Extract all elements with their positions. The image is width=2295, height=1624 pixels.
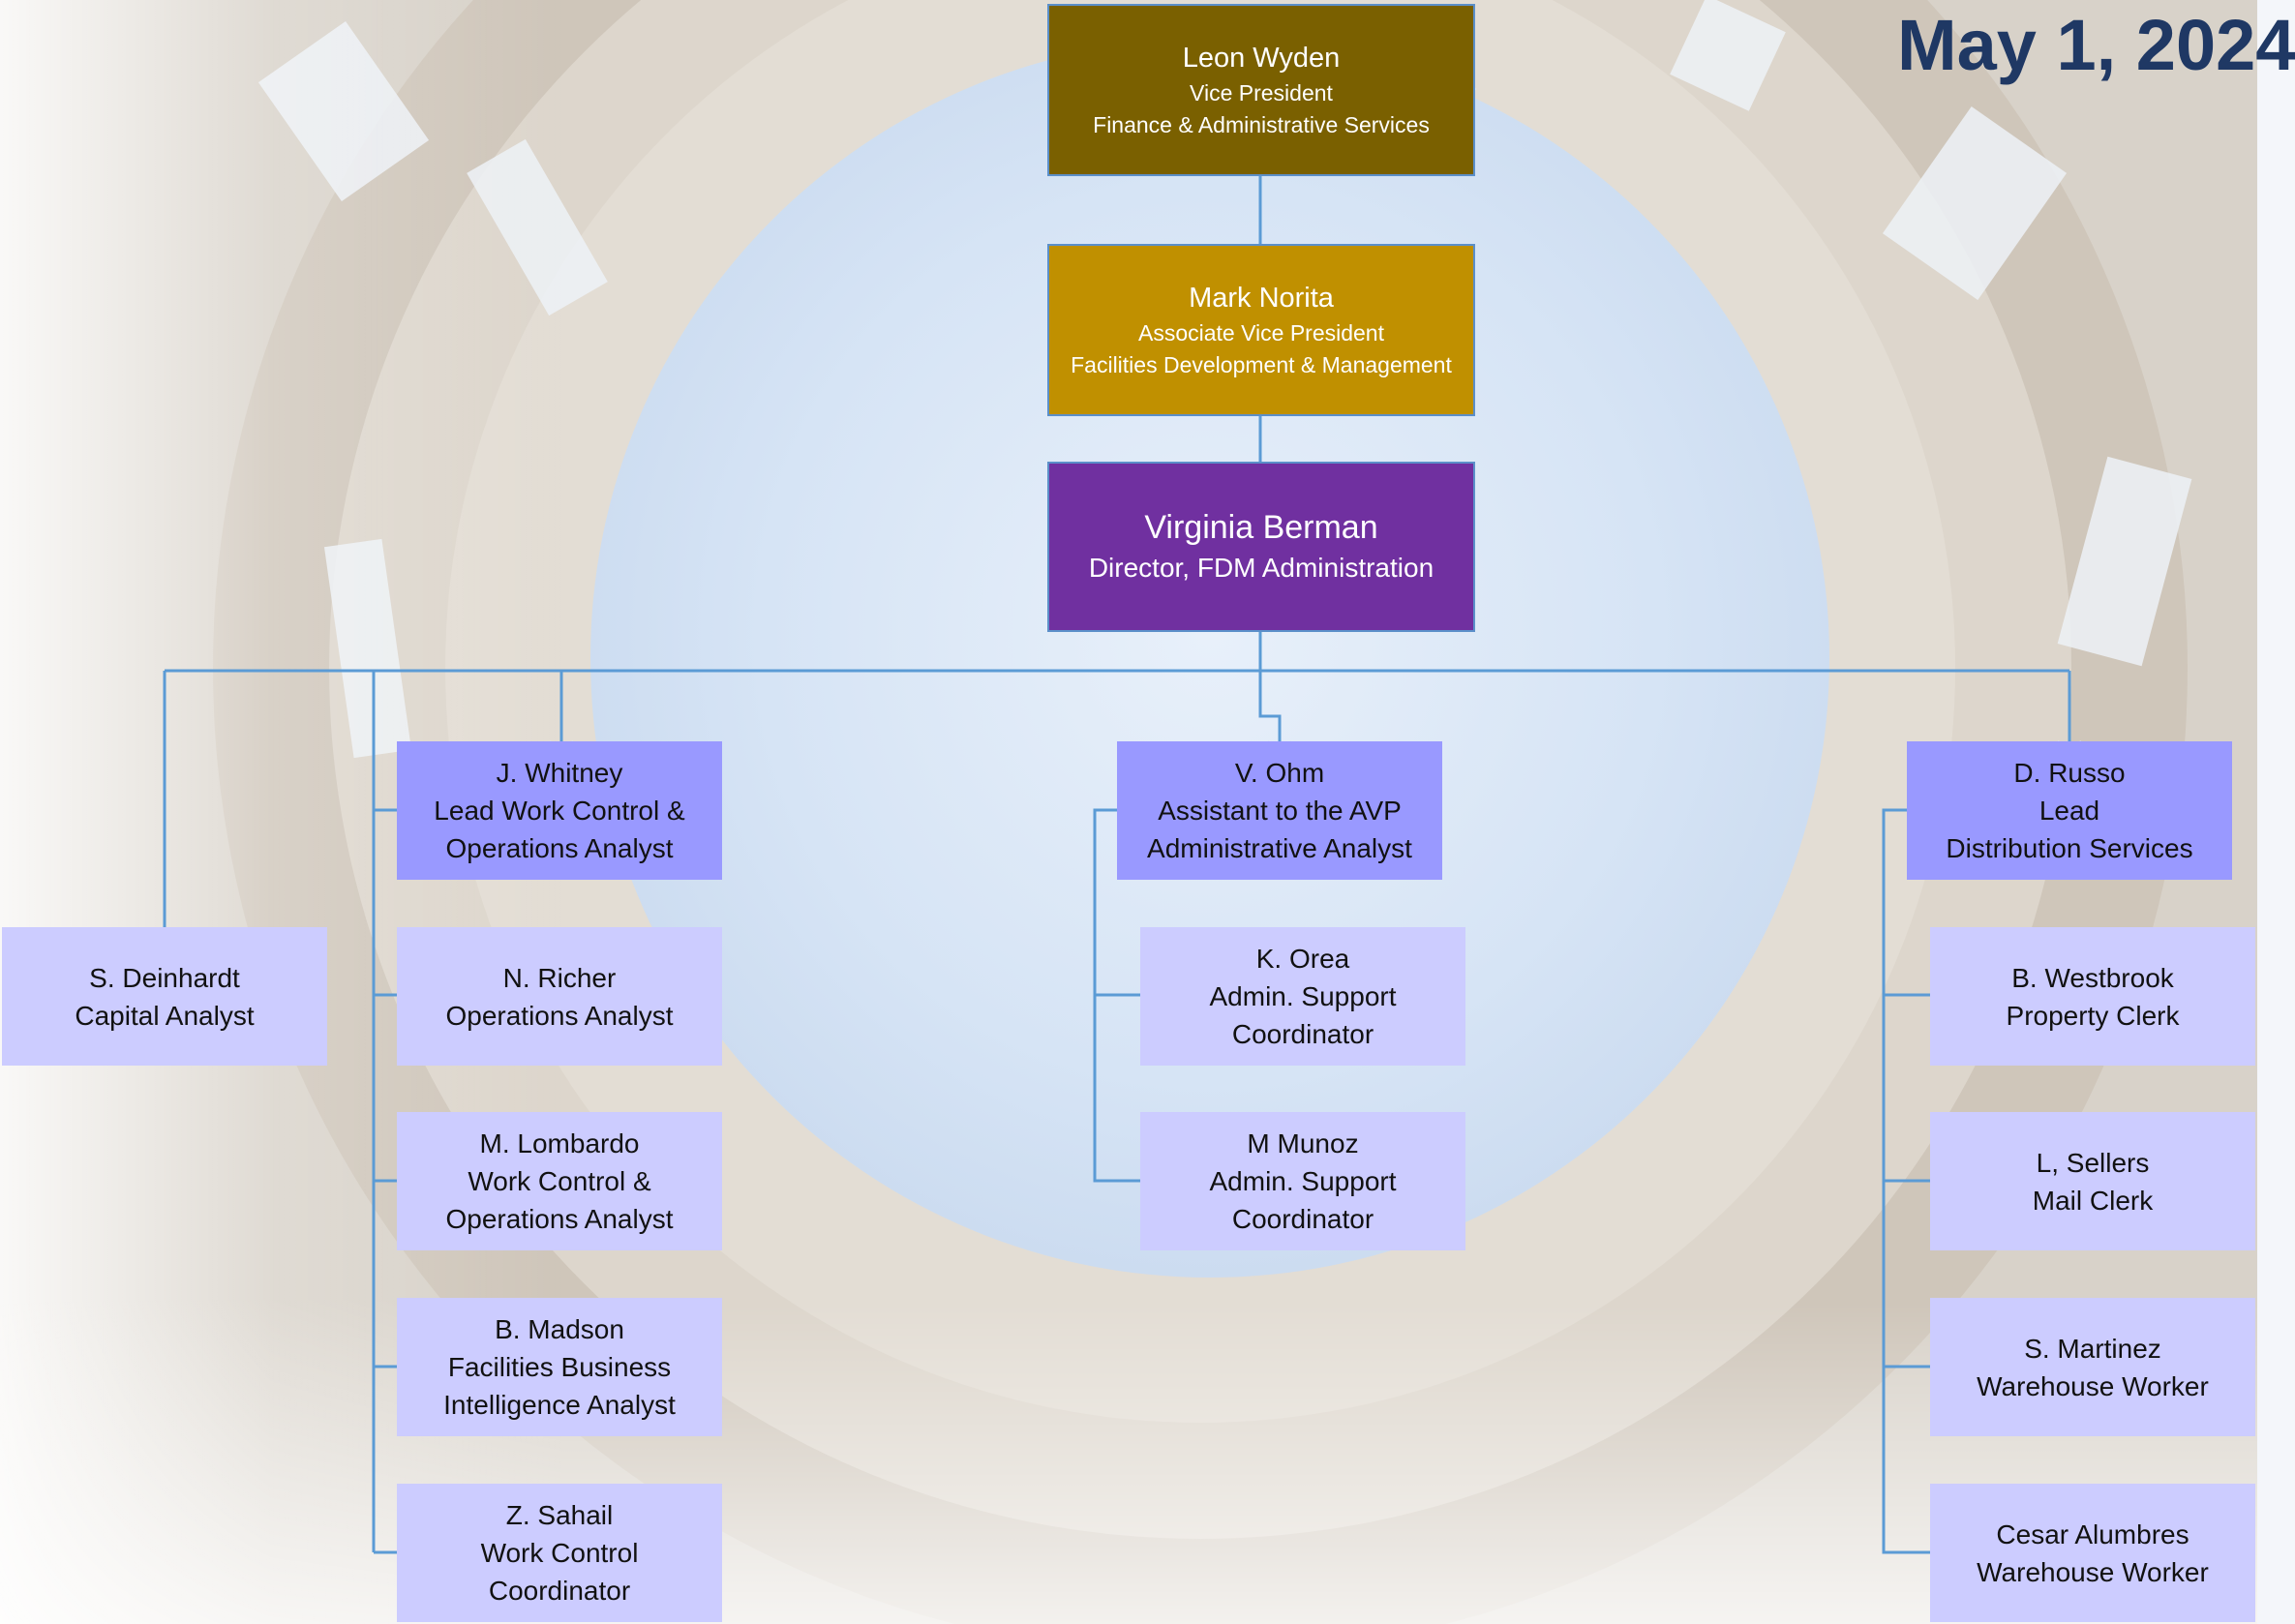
chart-date: May 1, 2024	[1897, 5, 2295, 85]
admin-lead-name: V. Ohm	[1234, 758, 1325, 788]
admin-lead-line3: Administrative Analyst	[1147, 833, 1412, 863]
connector-ops-lead	[374, 671, 563, 812]
admin-staff-title-line2: Coordinator	[1231, 1204, 1374, 1234]
capital-analyst-name: S. Deinhardt	[89, 962, 240, 993]
connector-admin-staff	[1093, 808, 1140, 1183]
vp-box: Leon Wyden Vice President Finance & Admi…	[1047, 4, 1475, 176]
dist-staff-box: Cesar Alumbres Warehouse Worker	[1930, 1484, 2255, 1622]
capital-analyst-box: S. Deinhardt Capital Analyst	[2, 927, 327, 1066]
dist-lead-line3: Distribution Services	[1946, 833, 2193, 863]
dist-staff-title: Warehouse Worker	[1977, 1556, 2209, 1587]
dist-staff-title: Mail Clerk	[2032, 1185, 2154, 1216]
ops-lead-line2: Lead Work Control &	[434, 796, 685, 826]
ops-staff-title: Facilities Business	[447, 1352, 672, 1382]
avp-title: Associate Vice President	[1138, 320, 1384, 346]
avp-box: Mark Norita Associate Vice President Fac…	[1047, 244, 1475, 416]
ops-staff-name: B. Madson	[495, 1314, 624, 1344]
ops-staff-title-line2: Operations Analyst	[445, 1204, 674, 1234]
dist-lead-name: D. Russo	[2013, 758, 2126, 788]
vp-title: Vice President	[1190, 80, 1333, 105]
ops-staff-title: Work Control	[480, 1538, 639, 1568]
ops-lead-name: J. Whitney	[496, 758, 623, 788]
ops-staff-box: N. Richer Operations Analyst	[397, 927, 722, 1066]
admin-staff-title: Admin. Support	[1209, 981, 1397, 1011]
admin-lead-box: V. Ohm Assistant to the AVP Administrati…	[1117, 741, 1442, 880]
dist-staff-box: L, Sellers Mail Clerk	[1930, 1112, 2255, 1250]
connector-director-bus	[165, 632, 2069, 673]
vp-unit: Finance & Administrative Services	[1093, 112, 1430, 137]
dist-staff-name: Cesar Alumbres	[1996, 1519, 2189, 1549]
ops-lead-line3: Operations Analyst	[445, 833, 674, 863]
director-box: Virginia Berman Director, FDM Administra…	[1047, 462, 1475, 632]
director-title: Director, FDM Administration	[1088, 553, 1434, 583]
avp-unit: Facilities Development & Management	[1071, 352, 1452, 377]
ops-staff-title-line2: Intelligence Analyst	[443, 1390, 676, 1420]
connector-admin-lead	[1258, 671, 1282, 741]
capital-analyst-title: Capital Analyst	[75, 1000, 255, 1031]
dist-staff-name: S. Martinez	[2024, 1333, 2161, 1364]
dist-staff-name: B. Westbrook	[2011, 962, 2174, 993]
avp-name: Mark Norita	[1189, 283, 1334, 314]
ops-lead-box: J. Whitney Lead Work Control & Operation…	[397, 741, 722, 880]
ops-staff-title-line2: Coordinator	[488, 1576, 631, 1606]
ops-staff-box: M. Lombardo Work Control & Operations An…	[397, 1112, 722, 1250]
ops-staff-name: Z. Sahail	[505, 1500, 614, 1530]
dist-lead-box: D. Russo Lead Distribution Services	[1907, 741, 2232, 880]
dist-staff-name: L, Sellers	[2036, 1147, 2150, 1178]
ops-staff-name: M. Lombardo	[479, 1128, 640, 1158]
dist-staff-title: Property Clerk	[2006, 1000, 2180, 1031]
vp-name: Leon Wyden	[1182, 43, 1341, 74]
ops-staff-box: B. Madson Facilities Business Intelligen…	[397, 1298, 722, 1436]
connector-ops-staff	[374, 993, 397, 1554]
ops-staff-box: Z. Sahail Work Control Coordinator	[397, 1484, 722, 1622]
connector-dist-staff	[1882, 808, 1932, 1554]
ops-staff-title: Operations Analyst	[445, 1000, 674, 1031]
ops-staff-name: N. Richer	[502, 962, 617, 993]
admin-staff-box: K. Orea Admin. Support Coordinator	[1140, 927, 1465, 1066]
ops-staff-title: Work Control &	[468, 1166, 651, 1196]
dist-lead-line2: Lead	[2038, 796, 2100, 826]
admin-staff-title-line2: Coordinator	[1231, 1019, 1374, 1049]
dist-staff-box: S. Martinez Warehouse Worker	[1930, 1298, 2255, 1436]
dist-staff-box: B. Westbrook Property Clerk	[1930, 927, 2255, 1066]
admin-lead-line2: Assistant to the AVP	[1158, 796, 1402, 826]
admin-staff-box: M Munoz Admin. Support Coordinator	[1140, 1112, 1465, 1250]
admin-staff-title: Admin. Support	[1209, 1166, 1397, 1196]
dist-staff-title: Warehouse Worker	[1977, 1370, 2209, 1401]
admin-staff-name: K. Orea	[1255, 944, 1350, 974]
admin-staff-name: M Munoz	[1247, 1128, 1359, 1158]
director-name: Virginia Berman	[1144, 509, 1378, 546]
